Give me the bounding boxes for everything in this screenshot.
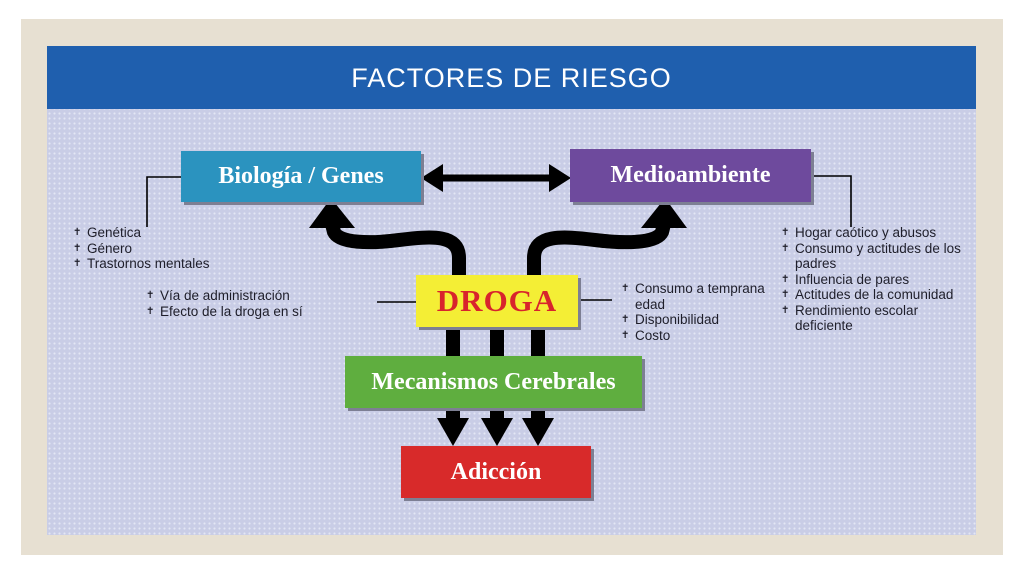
box-mecanismos-cerebrales: Mecanismos Cerebrales [345,356,642,408]
diagram-panel: FACTORES DE RIESGO Biología / Genes [47,46,976,535]
bullet-icon: ✝ [781,242,790,254]
bullet-icon: ✝ [146,305,155,317]
curved-arrow-to-medioambiente [527,222,671,275]
bullet-icon: ✝ [73,258,82,269]
curved-arrow-to-biologia [325,222,466,275]
list-item-text: Efecto de la droga en sí [160,303,303,319]
list-item: ✝ Disponibilidad [619,312,769,328]
list-item: ✝ Efecto de la droga en sí [144,304,384,320]
list-item: ✝ Género [71,241,271,257]
diagram-title: FACTORES DE RIESGO [351,63,672,93]
bullet-icon: ✝ [781,273,790,285]
curved-arrows [325,222,671,275]
list-item: ✝ Influencia de pares [779,272,974,288]
list-item: ✝ Genética [71,225,271,241]
box-medioambiente: Medioambiente [570,149,811,202]
box-droga: DROGA [416,275,578,327]
connector-lines [146,175,852,303]
list-item-text: Vía de administración [160,288,290,303]
list-item-text: Consumo a temprana edad [635,281,765,312]
list-item-text: Género [87,240,133,256]
header-bar: FACTORES DE RIESGO [47,46,976,109]
down-arrow-right-head [522,418,554,446]
list-droga-left-factors: ✝ Vía de administración ✝ Efecto de la dro… [144,288,384,319]
list-item: ✝ Consumo a temprana edad [619,281,769,312]
bullet-icon: ✝ [73,242,82,254]
arrow-head-left [421,164,443,192]
list-item-text: Genética [87,225,142,240]
list-item: ✝ Vía de administración [144,288,384,304]
arrow-head-medioambiente [641,198,687,228]
box-biologia-genes: Biología / Genes [181,151,421,202]
connector-medioambiente [811,175,852,227]
bullet-icon: ✝ [621,314,630,325]
list-item: ✝ Actitudes de la comunidad [779,287,974,303]
list-item: ✝ Costo [619,328,769,344]
bullet-icon: ✝ [781,304,790,316]
list-biologia-factors: ✝ Genética ✝ Género ✝ Trastornos mentales [71,225,271,272]
down-arrow-left-head [437,418,469,446]
list-item-text: Actitudes de la comunidad [795,287,954,302]
double-arrow-bio-med [421,164,571,192]
list-item-text: Rendimiento escolar deficiente [795,302,919,334]
list-item-text: Trastornos mentales [87,256,210,271]
list-item-text: Consumo y actitudes de los padres [795,240,961,272]
arrow-head-right [549,164,571,192]
list-item-text: Hogar caótico y abusos [795,225,937,240]
connector-biologia [146,176,181,227]
list-item-text: Costo [635,327,671,343]
list-medioambiente-factors: ✝ Hogar caótico y abusos ✝ Consumo y actit… [779,225,974,334]
box-adiccion: Adicción [401,446,591,498]
arrow-head-biologia [309,198,355,228]
bullet-icon: ✝ [621,283,630,294]
list-item-text: Disponibilidad [635,312,720,327]
list-item-text: Influencia de pares [795,271,910,287]
list-item: ✝ Rendimiento escolar deficiente [779,303,974,334]
bullet-icon: ✝ [621,329,630,341]
down-arrow-center-head [481,418,513,446]
list-item: ✝ Hogar caótico y abusos [779,225,974,241]
list-item: ✝ Consumo y actitudes de los padres [779,241,974,272]
bullet-icon: ✝ [73,227,82,238]
list-item: ✝ Trastornos mentales [71,256,271,272]
bullet-icon: ✝ [781,289,790,300]
bullet-icon: ✝ [781,227,790,238]
bullet-icon: ✝ [146,290,155,301]
list-droga-right-factors: ✝ Consumo a temprana edad ✝ Disponibilidad… [619,281,769,343]
